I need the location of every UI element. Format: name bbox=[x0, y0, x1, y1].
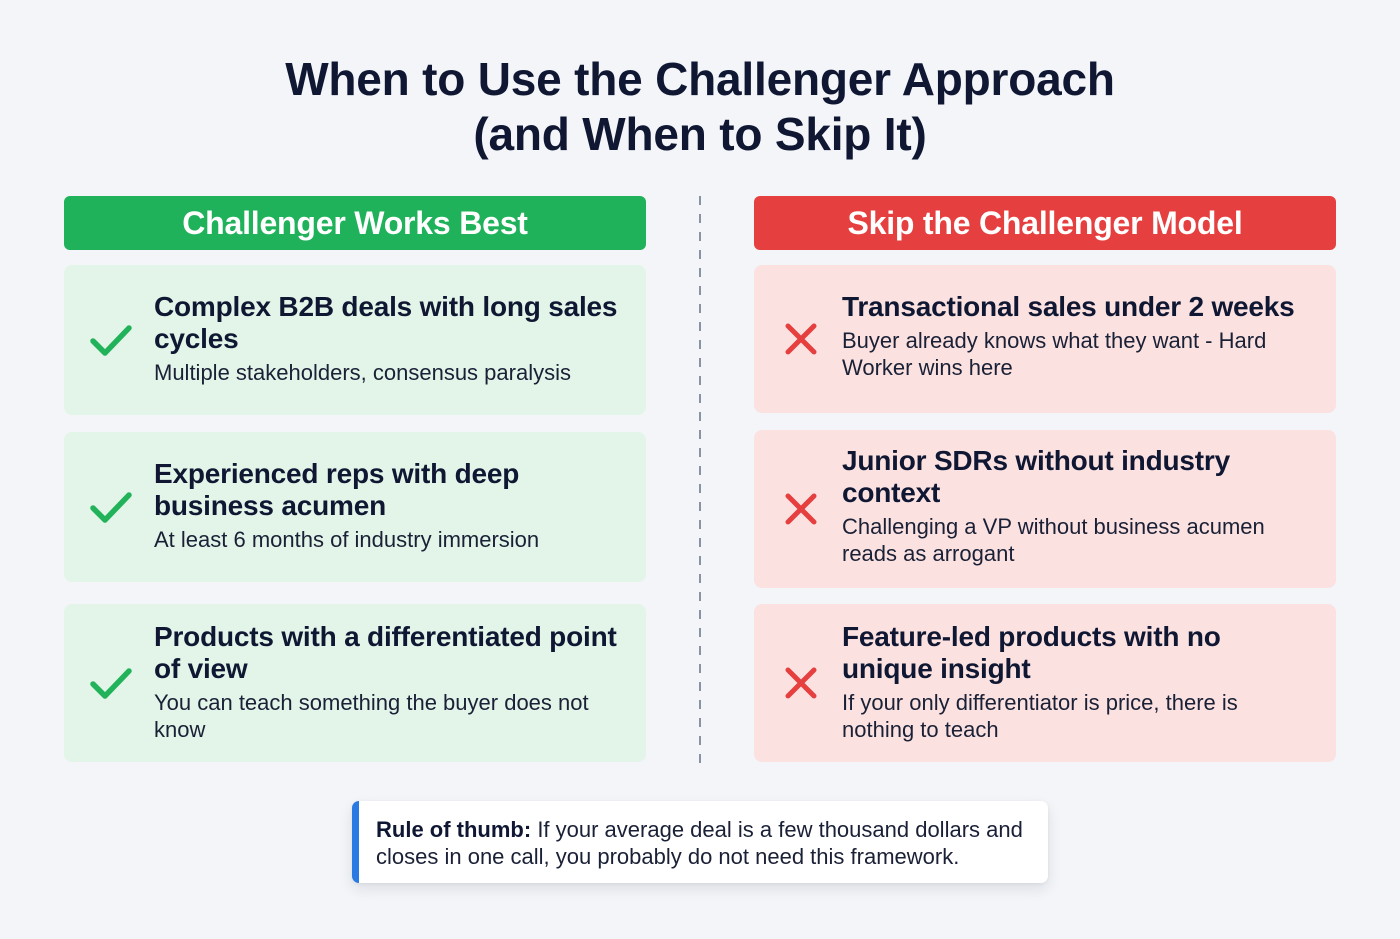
card-heading: Transactional sales under 2 weeks bbox=[842, 291, 1295, 322]
x-icon bbox=[778, 486, 824, 532]
card-description: At least 6 months of industry immersion bbox=[154, 527, 540, 552]
card-description: Multiple stakeholders, consensus paralys… bbox=[154, 360, 571, 385]
title-line-2: (and When to Skip It) bbox=[473, 108, 927, 160]
x-icon bbox=[778, 316, 824, 362]
page-title: When to Use the Challenger Approach (and… bbox=[0, 52, 1400, 162]
card-heading: Feature-led products with no unique insi… bbox=[842, 621, 1221, 684]
works-best-header: Challenger Works Best bbox=[64, 196, 646, 250]
card-description: If your only differentiator is price, th… bbox=[842, 690, 1238, 742]
callout-label: Rule of thumb: bbox=[376, 817, 532, 842]
card-heading: Products with a differentiated point of … bbox=[154, 621, 617, 684]
card-description: Buyer already knows what they want - Har… bbox=[842, 328, 1267, 380]
check-icon bbox=[88, 660, 134, 706]
card-heading: Junior SDRs without industry context bbox=[842, 445, 1230, 508]
column-divider bbox=[699, 196, 701, 764]
check-icon bbox=[88, 317, 134, 363]
skip-card-1: Transactional sales under 2 weeks Buyer … bbox=[754, 265, 1336, 413]
rule-of-thumb-callout: Rule of thumb: If your average deal is a… bbox=[352, 801, 1048, 883]
skip-model-header: Skip the Challenger Model bbox=[754, 196, 1336, 250]
works-best-card-3: Products with a differentiated point of … bbox=[64, 604, 646, 762]
card-heading: Complex B2B deals with long sales cycles bbox=[154, 291, 618, 354]
skip-card-3: Feature-led products with no unique insi… bbox=[754, 604, 1336, 762]
works-best-card-2: Experienced reps with deep business acum… bbox=[64, 432, 646, 582]
works-best-card-1: Complex B2B deals with long sales cycles… bbox=[64, 265, 646, 415]
skip-challenger-column: Skip the Challenger Model Transactional … bbox=[754, 196, 1336, 762]
check-icon bbox=[88, 484, 134, 530]
card-description: You can teach something the buyer does n… bbox=[154, 690, 589, 742]
challenger-works-best-column: Challenger Works Best Complex B2B deals … bbox=[64, 196, 646, 762]
card-description: Challenging a VP without business acumen… bbox=[842, 514, 1265, 566]
card-heading: Experienced reps with deep business acum… bbox=[154, 458, 520, 521]
x-icon bbox=[778, 660, 824, 706]
skip-card-2: Junior SDRs without industry context Cha… bbox=[754, 430, 1336, 588]
callout-text: If your average deal is a few thousand d… bbox=[376, 817, 1023, 869]
title-line-1: When to Use the Challenger Approach bbox=[285, 53, 1115, 105]
